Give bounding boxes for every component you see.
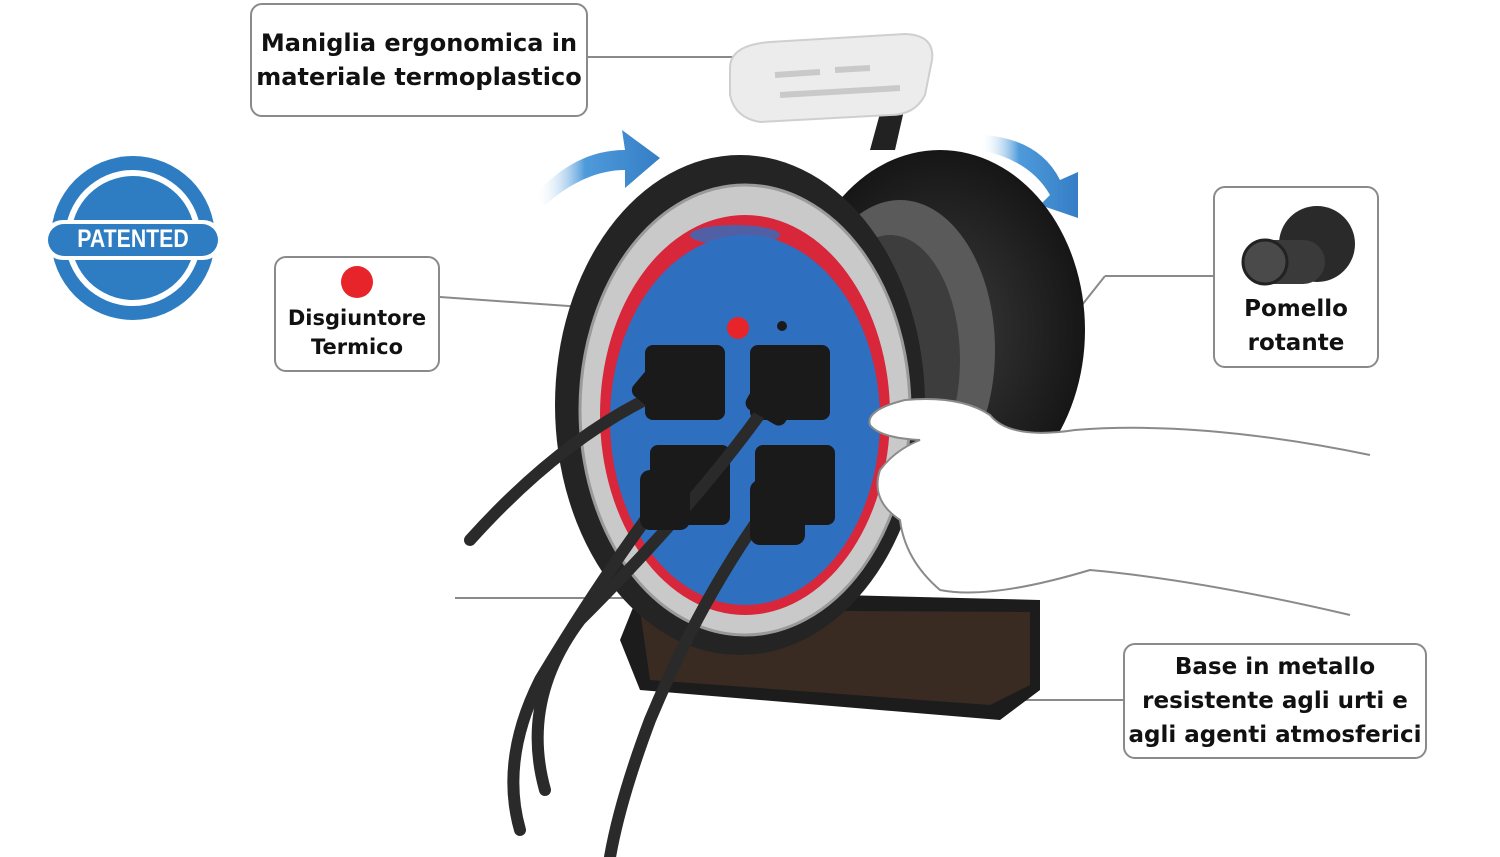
hand-pointer-icon (868, 398, 1371, 616)
knob-callout: Pomello rotante (1213, 186, 1379, 368)
rotation-arrow-left (535, 130, 660, 205)
knob-icon (1241, 206, 1355, 286)
thermal-breaker-callout: Disgiuntore Termico (274, 256, 440, 372)
base-callout: Base in metallo resistente agli urti e a… (1123, 643, 1427, 759)
handle-callout-text: Maniglia ergonomica in materiale termopl… (256, 29, 582, 91)
rotation-arrow-right (980, 135, 1078, 218)
base-callout-text: Base in metallo resistente agli urti e a… (1128, 654, 1422, 748)
knob-callout-text: Pomello rotante (1244, 296, 1348, 356)
power-cords (464, 389, 776, 857)
red-indicator-icon (341, 266, 373, 298)
handle (729, 32, 934, 150)
plugs (631, 356, 807, 545)
patented-badge-label: PATENTED (77, 224, 189, 253)
patented-badge-icon (43, 156, 223, 320)
thermal-breaker-callout-text: Disgiuntore Termico (287, 306, 427, 359)
handle-callout: Maniglia ergonomica in materiale termopl… (250, 3, 588, 117)
